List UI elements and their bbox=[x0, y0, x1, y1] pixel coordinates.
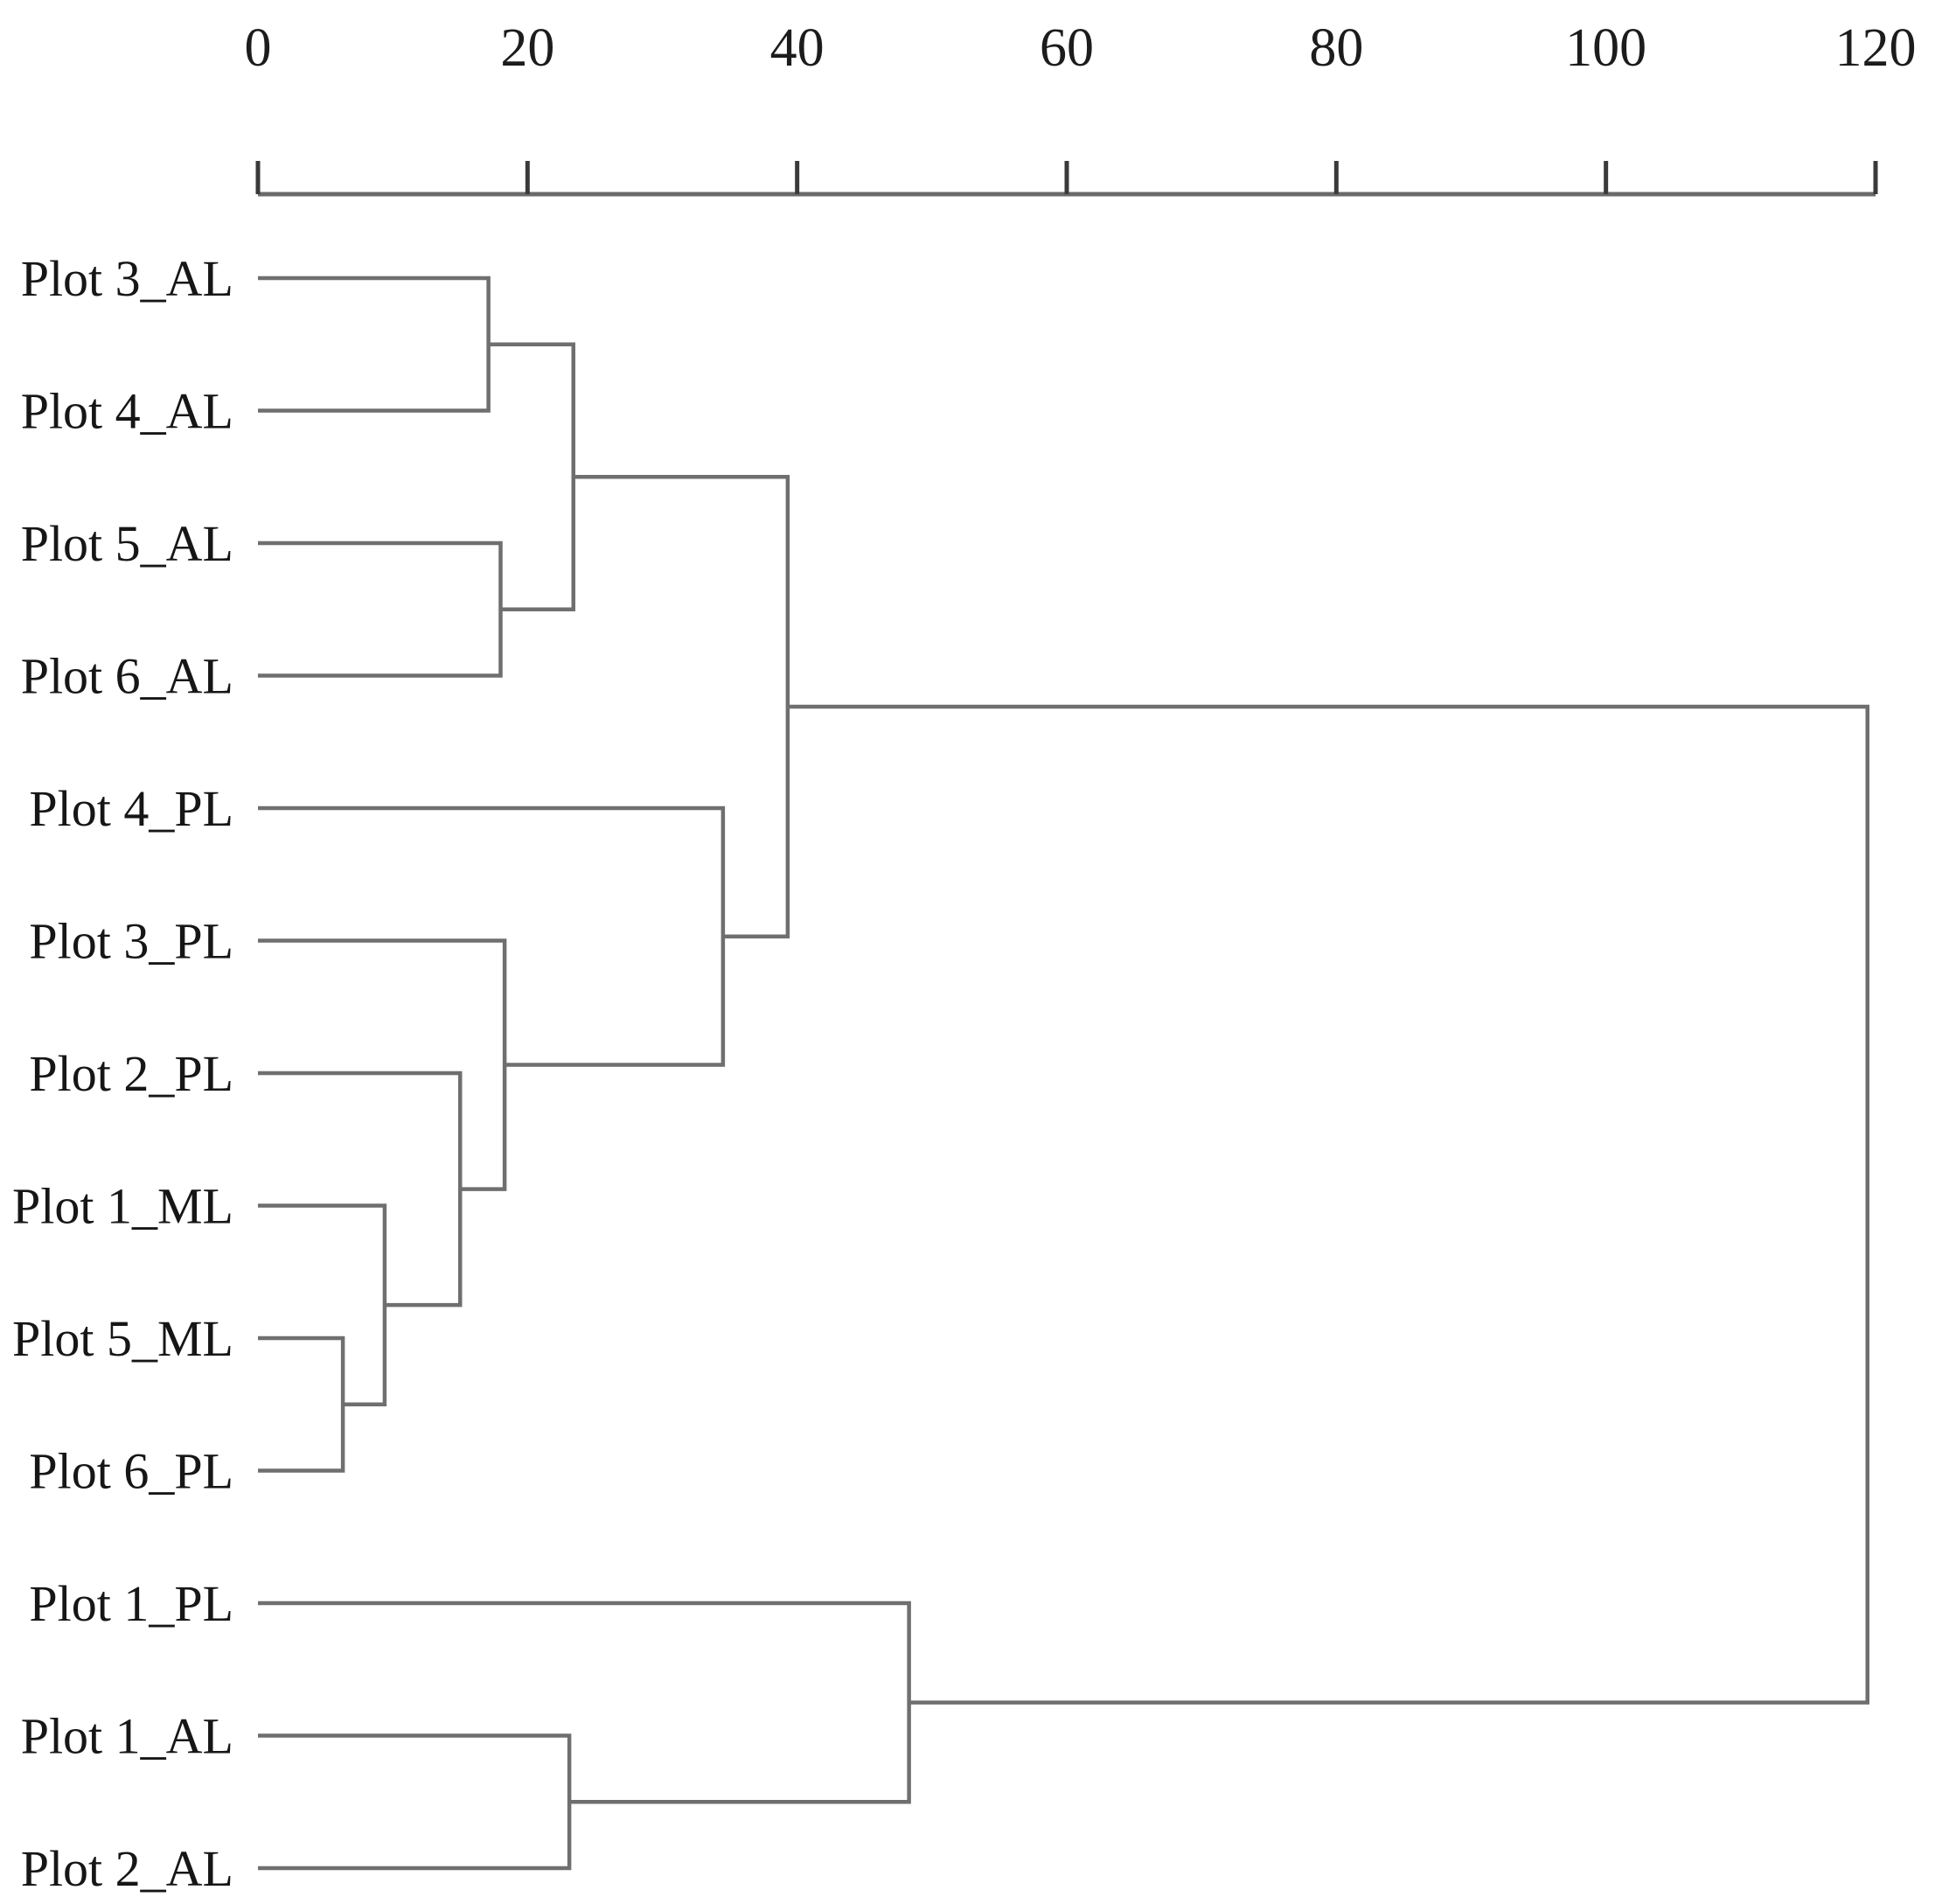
dendrogram-link bbox=[573, 475, 790, 939]
leaf-label: Plot 1_PL bbox=[29, 1575, 233, 1632]
axis-tick-label: 20 bbox=[500, 18, 554, 78]
leaf-label: Plot 5_ML bbox=[12, 1310, 233, 1367]
dendrogram-link bbox=[258, 275, 491, 413]
dendrogram-links bbox=[258, 275, 1869, 1871]
axis-tick-label: 0 bbox=[245, 18, 272, 78]
axis-tick-label: 120 bbox=[1835, 18, 1917, 78]
leaf-label: Plot 2_AL bbox=[21, 1840, 233, 1897]
dendrogram-link bbox=[258, 806, 726, 1067]
axis-tick-label: 100 bbox=[1565, 18, 1646, 78]
leaf-label: Plot 4_PL bbox=[29, 780, 233, 837]
leaf-label: Plot 2_PL bbox=[29, 1045, 233, 1102]
leaf-label: Plot 5_AL bbox=[21, 515, 233, 572]
dendrogram-link bbox=[258, 1071, 463, 1308]
dendrogram-link bbox=[258, 541, 503, 678]
leaf-label: Plot 3_AL bbox=[21, 250, 233, 307]
leaf-label: Plot 1_ML bbox=[12, 1178, 233, 1235]
leaf-label: Plot 3_PL bbox=[29, 913, 233, 970]
dendrogram-link bbox=[258, 938, 507, 1191]
dendrogram-link bbox=[258, 1733, 572, 1871]
leaf-label: Plot 6_PL bbox=[29, 1443, 233, 1500]
leaf-label: Plot 1_AL bbox=[21, 1708, 233, 1765]
dendrogram-link bbox=[258, 1203, 387, 1406]
dendrogram-link bbox=[258, 1601, 911, 1804]
axis-tick-label: 80 bbox=[1309, 18, 1363, 78]
leaf-label: Plot 4_AL bbox=[21, 383, 233, 440]
dendrogram-link bbox=[787, 704, 1869, 1705]
top-axis: 0 20 40 60 80 100 120 bbox=[245, 18, 1917, 197]
leaf-label: Plot 6_AL bbox=[21, 648, 233, 705]
leaf-labels: Plot 3_AL Plot 4_AL Plot 5_AL Plot 6_AL Plot… bbox=[12, 250, 233, 1897]
axis-tick-label: 60 bbox=[1040, 18, 1094, 78]
axis-tick-label: 40 bbox=[770, 18, 825, 78]
dendrogram-link bbox=[258, 1336, 345, 1473]
